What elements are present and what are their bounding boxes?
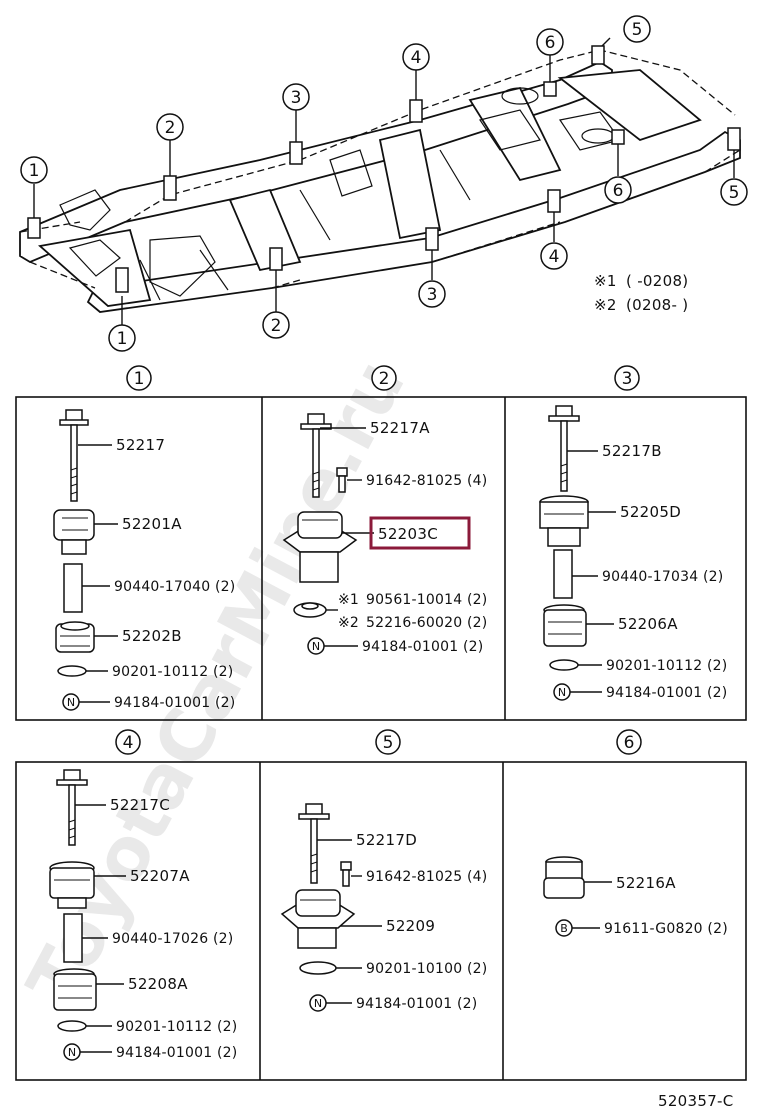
part-label: 52217B [602,442,662,460]
part-label: 52206A [618,615,678,633]
panel-2-index: 2 [379,369,390,389]
nut-badge-icon: N [558,686,566,699]
part-label: 52209 [386,917,435,935]
part-label: 91642-81025 (4) [366,473,487,489]
part-label-highlighted: 52203C [378,525,438,543]
nut-badge-icon: N [67,696,75,709]
panel-4-index: 4 [123,733,134,753]
part-label: 52201A [122,515,182,533]
part-label: 94184-01001 (2) [116,1045,237,1061]
part-label: 90201-10100 (2) [366,961,487,977]
callout-6-lower: 6 [613,181,624,201]
part-label: 52216A [616,874,676,892]
panel-6-index: 6 [624,733,635,753]
part-label: 90201-10112 (2) [116,1019,237,1035]
callout-3-lower: 3 [427,285,438,305]
part-label: 52217C [110,796,170,814]
callout-2-lower: 2 [271,316,282,336]
part-label: 90440-17026 (2) [112,931,233,947]
callout-5-upper: 5 [632,20,643,40]
callout-2-upper: 2 [165,118,176,138]
highlight-box [369,516,471,550]
panel-3: 52217B 52205D 90440-17034 (2) 52206A 902… [539,405,727,701]
part-label: 52217D [356,831,417,849]
part-label: 90201-10112 (2) [606,658,727,674]
panel-1: 52217 52201A 90440-17040 (2) 52202B 9020… [53,409,235,711]
overview-callouts: 1 1 2 2 3 3 4 4 [20,15,748,352]
panel-6: 52216A B 91611-G0820 (2) [543,856,728,937]
part-mark: ※2 [338,615,359,631]
legend-text-2: (0208- ) [626,296,688,314]
part-label: 52202B [122,627,182,645]
legend-text-1: ( -0208) [626,272,688,290]
part-label: 90561-10014 (2) [366,592,487,608]
part-label: 91642-81025 (4) [366,869,487,885]
nut-badge-icon: N [312,640,320,653]
nut-badge-icon: N [68,1046,76,1059]
detail-grid [15,396,747,1081]
panel-5: 52217D 91642-81025 (4) 52209 90201-10100… [280,803,487,1012]
nut-badge-icon: N [314,997,322,1010]
part-label: 52217A [370,419,430,437]
part-label: 52208A [128,975,188,993]
part-label: 94184-01001 (2) [114,695,235,711]
part-label: 90440-17040 (2) [114,579,235,595]
callout-4-upper: 4 [411,48,422,68]
legend: ※1 ( -0208) ※2 (0208- ) [594,272,688,314]
panel-5-index: 5 [383,733,394,753]
callout-6-upper: 6 [545,33,556,53]
callout-5-lower: 5 [729,183,740,203]
part-label: 90201-10112 (2) [112,664,233,680]
part-label: 52216-60020 (2) [366,615,487,631]
part-label: 52205D [620,503,681,521]
part-label: 90440-17034 (2) [602,569,723,585]
legend-mark-2: ※2 [594,296,617,314]
panel-3-index: 3 [622,369,633,389]
part-mark: ※1 [338,592,359,608]
bolt-badge-icon: B [560,922,568,935]
frame-overview [19,49,741,313]
part-label: 94184-01001 (2) [362,639,483,655]
legend-mark-1: ※1 [594,272,617,290]
part-label: 94184-01001 (2) [356,996,477,1012]
callout-3-upper: 3 [291,88,302,108]
figure-code: 520357-C [658,1092,734,1110]
panel-index-labels: 1 2 3 4 5 6 [115,365,642,755]
part-label: 52207A [130,867,190,885]
callout-4-lower: 4 [549,247,560,267]
part-label: 52217 [116,436,165,454]
panel-2: 52217A 91642-81025 (4) 52203C ※1 90561-1… [282,413,487,655]
panel-4: 52217C 52207A 90440-17026 (2) 52208A 902… [49,769,237,1061]
callout-1-lower: 1 [117,329,128,349]
part-label: 91611-G0820 (2) [604,921,728,937]
callout-1-upper: 1 [29,161,40,181]
panel-1-index: 1 [134,369,145,389]
part-label: 94184-01001 (2) [606,685,727,701]
